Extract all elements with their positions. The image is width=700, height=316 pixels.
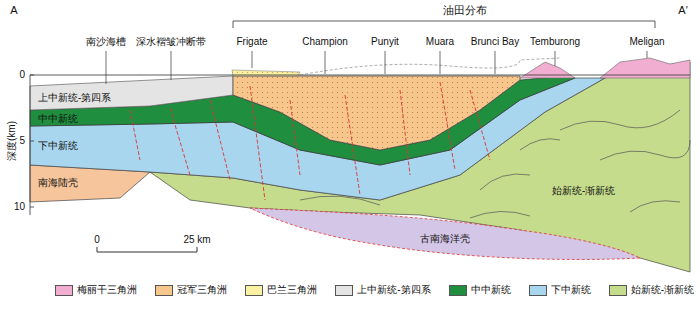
fault-lines bbox=[400, 90, 410, 175]
legend-item: 始新统-渐新统 bbox=[609, 284, 694, 296]
scale-bar bbox=[97, 252, 197, 253]
location-name: 深水褶皱冲断带 bbox=[136, 36, 206, 48]
stratum-label: 上中新统-第四系 bbox=[38, 92, 111, 104]
stratum-label: 下中新统 bbox=[38, 140, 78, 152]
fold-lines bbox=[630, 201, 680, 212]
legend-text: 始新统-渐新统 bbox=[631, 284, 694, 295]
location-name: Brunci Bay bbox=[471, 36, 519, 48]
legend-item: 冠军三角洲 bbox=[155, 284, 227, 296]
legend-text: 巴兰三角洲 bbox=[267, 284, 317, 295]
stratum-band: 下中新统 bbox=[36, 139, 80, 153]
legend-swatch bbox=[155, 285, 173, 296]
stratum-band: 南海陆壳 bbox=[36, 176, 80, 190]
location-name: Frigate bbox=[236, 36, 267, 48]
location-ticks bbox=[171, 51, 172, 80]
fault-lines bbox=[290, 100, 300, 175]
location-name: Punyit bbox=[371, 36, 399, 48]
legend-item: 中中新统 bbox=[449, 284, 511, 296]
stratum-band: 上中新统-第四系 bbox=[36, 91, 113, 105]
legend-text: 上中新统-第四系 bbox=[357, 284, 430, 295]
legend-swatch bbox=[335, 285, 353, 296]
stratum-label: 南海陆壳 bbox=[38, 177, 78, 189]
location-ticks bbox=[252, 51, 253, 68]
scale-value: 0 bbox=[94, 234, 100, 246]
location-ticks bbox=[555, 51, 556, 66]
fold-lines bbox=[600, 140, 690, 160]
location-name: Champion bbox=[302, 36, 348, 48]
fold-lines bbox=[470, 211, 530, 218]
middle-miocene-layer bbox=[30, 76, 575, 165]
legend-swatch bbox=[449, 285, 467, 296]
upper-miocene-quaternary-layer bbox=[30, 76, 233, 110]
depth-tick: 0 bbox=[19, 69, 25, 81]
fault-lines bbox=[130, 82, 490, 200]
sea-level-line bbox=[30, 58, 690, 75]
depth-axis bbox=[30, 141, 34, 142]
sea-level-line bbox=[30, 75, 690, 76]
legend-item: 上中新统-第四系 bbox=[335, 284, 430, 296]
location-name: Muara bbox=[426, 36, 454, 48]
section-end: A′ bbox=[678, 4, 687, 16]
legend-text: 梅丽干三角洲 bbox=[77, 284, 137, 295]
legend-item: 梅丽干三角洲 bbox=[55, 284, 137, 296]
location-name: Meligan bbox=[629, 36, 664, 48]
fault-lines bbox=[210, 100, 230, 180]
scale-bar bbox=[197, 247, 198, 252]
oilfield-bracket bbox=[233, 21, 655, 28]
location-ticks bbox=[106, 51, 647, 84]
depth-axis bbox=[30, 75, 34, 215]
depth-axis bbox=[30, 75, 34, 76]
legend-swatch bbox=[245, 285, 263, 296]
scale-value: 25 km bbox=[183, 234, 210, 246]
legend-item: 下中新统 bbox=[529, 284, 591, 296]
fault-lines bbox=[440, 82, 455, 170]
location-name: 南沙海槽 bbox=[86, 36, 126, 48]
axis-title: 深度(km) bbox=[6, 121, 18, 161]
legend-swatch bbox=[529, 285, 547, 296]
depth-tick: 5 bbox=[19, 135, 25, 147]
location-ticks bbox=[440, 51, 441, 74]
fold-lines bbox=[480, 174, 530, 190]
sea-level-line bbox=[300, 58, 560, 75]
stratum-band: 古南海洋壳 bbox=[418, 232, 472, 246]
location-ticks bbox=[106, 51, 107, 84]
fault-lines bbox=[250, 86, 265, 200]
stratum-label: 始新统-渐新统 bbox=[552, 185, 615, 197]
fault-lines bbox=[130, 110, 140, 160]
meligan-delta bbox=[520, 62, 575, 78]
section-end: A bbox=[10, 4, 17, 16]
fold-lines bbox=[520, 139, 560, 150]
fault-lines bbox=[170, 108, 190, 175]
scale-bar bbox=[97, 247, 98, 252]
depth-axis bbox=[30, 207, 34, 208]
stratum-band: 始新统-渐新统 bbox=[550, 184, 617, 198]
fault-lines bbox=[470, 90, 490, 160]
stratum-band: 中中新统 bbox=[36, 112, 80, 126]
location-ticks bbox=[647, 51, 648, 58]
legend-item: 巴兰三角洲 bbox=[245, 284, 317, 296]
oceanic-crust-layer bbox=[250, 208, 640, 259]
depth-tick: 10 bbox=[14, 201, 25, 213]
fold-lines bbox=[560, 110, 680, 130]
location-ticks bbox=[385, 51, 386, 74]
oceanic-crust-layer bbox=[250, 208, 640, 259]
location-ticks bbox=[495, 51, 496, 74]
legend-swatch bbox=[55, 285, 73, 296]
fault-lines bbox=[345, 95, 360, 195]
upper-miocene-quaternary-layer bbox=[30, 76, 233, 110]
depth-axis bbox=[30, 75, 31, 215]
middle-miocene-layer bbox=[30, 76, 575, 165]
legend-text: 中中新统 bbox=[471, 284, 511, 295]
stratum-label: 中中新统 bbox=[38, 113, 78, 125]
legend-swatch bbox=[609, 285, 627, 296]
scale-bar bbox=[97, 247, 197, 252]
oilfield-bracket bbox=[233, 21, 655, 28]
legend-text: 冠军三角洲 bbox=[177, 284, 227, 295]
location-ticks bbox=[325, 51, 326, 74]
stratum-label: 古南海洋壳 bbox=[420, 233, 470, 245]
location-name: Temburong bbox=[530, 36, 580, 48]
oilfield-title: 油田分布 bbox=[443, 4, 487, 16]
legend-text: 下中新统 bbox=[551, 284, 591, 295]
